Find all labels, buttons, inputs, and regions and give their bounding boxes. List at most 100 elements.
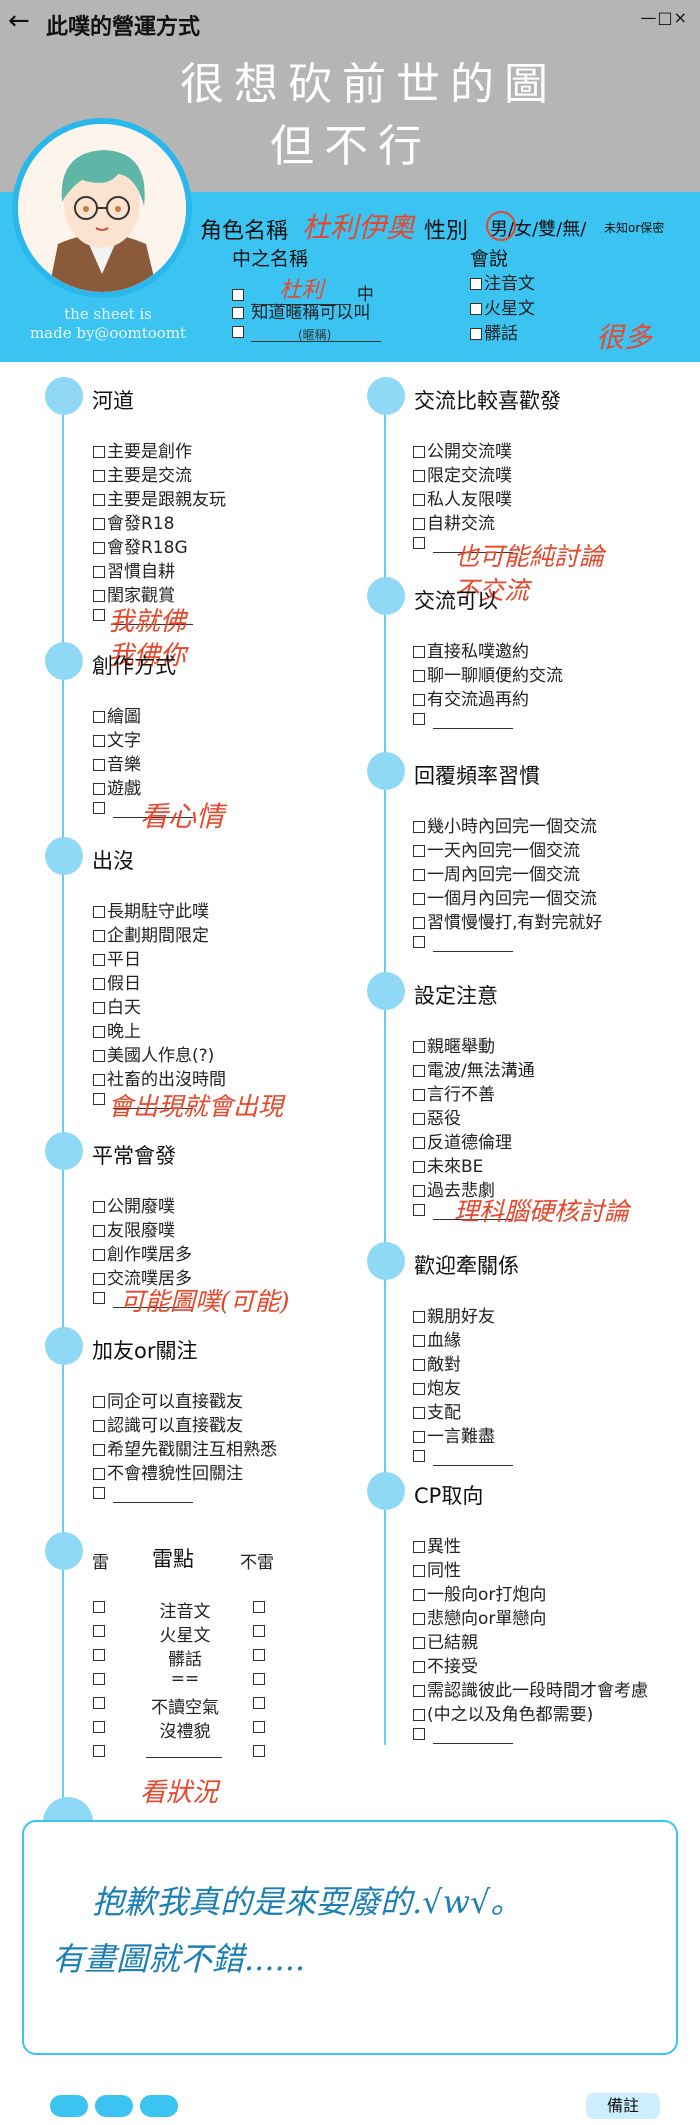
- checkbox[interactable]: [470, 303, 482, 315]
- checkbox[interactable]: [413, 1661, 425, 1673]
- option-row[interactable]: 晚上: [93, 1017, 141, 1042]
- checkbox[interactable]: [93, 1026, 105, 1038]
- other-blank[interactable]: [433, 1205, 513, 1220]
- checkbox[interactable]: [93, 566, 105, 578]
- option-row[interactable]: 習慣慢慢打,有對完就好: [413, 908, 602, 933]
- footer-tab-3[interactable]: [140, 2095, 178, 2117]
- option-row[interactable]: 創作噗居多: [93, 1240, 192, 1265]
- option-row[interactable]: 聊一聊順便約交流: [413, 661, 563, 686]
- other-blank[interactable]: [433, 937, 513, 952]
- option-row[interactable]: 同企可以直接戳友: [93, 1387, 243, 1412]
- checkbox[interactable]: [93, 590, 105, 602]
- checkbox[interactable]: [413, 470, 425, 482]
- other-blank[interactable]: [433, 714, 513, 729]
- checkbox[interactable]: [93, 1444, 105, 1456]
- option-row[interactable]: 遊戲: [93, 774, 141, 799]
- option-row[interactable]: 主要是跟親友玩: [93, 485, 226, 510]
- checkbox[interactable]: [93, 1292, 105, 1304]
- checkbox[interactable]: [93, 1249, 105, 1261]
- checkbox[interactable]: [93, 1225, 105, 1237]
- checkbox[interactable]: [93, 1487, 105, 1499]
- checkbox-not-thunder[interactable]: [253, 1745, 265, 1757]
- option-row[interactable]: (中之以及角色都需要): [413, 1700, 593, 1725]
- checkbox[interactable]: [93, 783, 105, 795]
- checkbox[interactable]: [93, 542, 105, 554]
- checkbox[interactable]: [413, 845, 425, 857]
- option-row-other[interactable]: [93, 1089, 193, 1109]
- checkbox-thunder[interactable]: [93, 1721, 105, 1733]
- other-blank[interactable]: [433, 1451, 513, 1466]
- name-value[interactable]: 杜利伊奧: [302, 211, 415, 244]
- option-row[interactable]: 有交流過再約: [413, 685, 529, 710]
- checkbox[interactable]: [93, 1074, 105, 1086]
- nickname-ok-row[interactable]: 知道暱稱可以叫: [232, 298, 370, 323]
- checkbox[interactable]: [413, 893, 425, 905]
- checkbox-thunder[interactable]: [93, 1601, 105, 1613]
- option-row[interactable]: 音樂: [93, 750, 141, 775]
- chinese-name-row[interactable]: 杜利 中: [232, 272, 374, 305]
- checkbox[interactable]: [93, 1093, 105, 1105]
- checkbox[interactable]: [413, 446, 425, 458]
- option-row[interactable]: 美國人作息(?): [93, 1041, 214, 1066]
- option-row[interactable]: 言行不善: [413, 1080, 495, 1105]
- option-row[interactable]: 血緣: [413, 1326, 461, 1351]
- checkbox[interactable]: [93, 1050, 105, 1062]
- checkbox[interactable]: [413, 1589, 425, 1601]
- option-row[interactable]: 交流噗居多: [93, 1264, 192, 1289]
- checkbox[interactable]: [413, 1431, 425, 1443]
- option-row[interactable]: 炮友: [413, 1374, 461, 1399]
- option-row-other[interactable]: [93, 1483, 193, 1503]
- thunder-blank[interactable]: [146, 1741, 222, 1758]
- option-row[interactable]: 一周內回完一個交流: [413, 860, 580, 885]
- option-row[interactable]: 悲戀向or單戀向: [413, 1604, 546, 1629]
- checkbox[interactable]: [413, 1709, 425, 1721]
- checkbox-thunder[interactable]: [93, 1673, 105, 1685]
- option-row[interactable]: 希望先戳關注互相熟悉: [93, 1435, 277, 1460]
- option-row[interactable]: 繪圖: [93, 702, 141, 727]
- option-row[interactable]: 主要是創作: [93, 437, 192, 462]
- option-row[interactable]: 一個月內回完一個交流: [413, 884, 597, 909]
- checkbox-thunder[interactable]: [93, 1745, 105, 1757]
- option-row[interactable]: 不會禮貌性回關注: [93, 1459, 243, 1484]
- option-row-other[interactable]: [413, 1200, 513, 1220]
- option-row[interactable]: 親朋好友: [413, 1302, 495, 1327]
- option-row[interactable]: 文字: [93, 726, 141, 751]
- option-row[interactable]: 已結親: [413, 1628, 478, 1653]
- option-row[interactable]: 習慣自耕: [93, 557, 175, 582]
- checkbox[interactable]: [413, 518, 425, 530]
- option-row[interactable]: 異性: [413, 1532, 461, 1557]
- option-row[interactable]: 敵對: [413, 1350, 461, 1375]
- checkbox[interactable]: [93, 518, 105, 530]
- footer-tab-1[interactable]: [50, 2095, 88, 2117]
- checkbox[interactable]: [413, 1113, 425, 1125]
- nickname-row[interactable]: [232, 322, 382, 342]
- checkbox[interactable]: [93, 978, 105, 990]
- checkbox[interactable]: [413, 494, 425, 506]
- checkbox[interactable]: [413, 1161, 425, 1173]
- checkbox[interactable]: [413, 537, 425, 549]
- option-row-other[interactable]: [93, 1288, 193, 1308]
- option-row[interactable]: 白天: [93, 993, 141, 1018]
- option-row[interactable]: 幾小時內回完一個交流: [413, 812, 597, 837]
- option-row[interactable]: 一般向or打炮向: [413, 1580, 546, 1605]
- option-row[interactable]: 不接受: [413, 1652, 478, 1677]
- checkbox[interactable]: [232, 289, 244, 301]
- checkbox[interactable]: [413, 1541, 425, 1553]
- speaks-item[interactable]: 火星文: [470, 297, 535, 322]
- checkbox[interactable]: [93, 470, 105, 482]
- checkbox[interactable]: [413, 713, 425, 725]
- checkbox[interactable]: [93, 1420, 105, 1432]
- checkbox[interactable]: [93, 759, 105, 771]
- option-row[interactable]: 會發R18: [93, 509, 174, 534]
- checkbox-not-thunder[interactable]: [253, 1601, 265, 1613]
- option-row-other[interactable]: [93, 798, 193, 818]
- option-row-other[interactable]: [413, 932, 513, 952]
- checkbox[interactable]: [413, 1359, 425, 1371]
- option-row[interactable]: 私人友限噗: [413, 485, 512, 510]
- other-blank[interactable]: [113, 803, 193, 818]
- option-row[interactable]: 主要是交流: [93, 461, 192, 486]
- option-row[interactable]: 同性: [413, 1556, 461, 1581]
- other-blank[interactable]: [113, 1488, 193, 1503]
- other-blank[interactable]: [113, 610, 193, 625]
- option-row[interactable]: 企劃期間限定: [93, 921, 209, 946]
